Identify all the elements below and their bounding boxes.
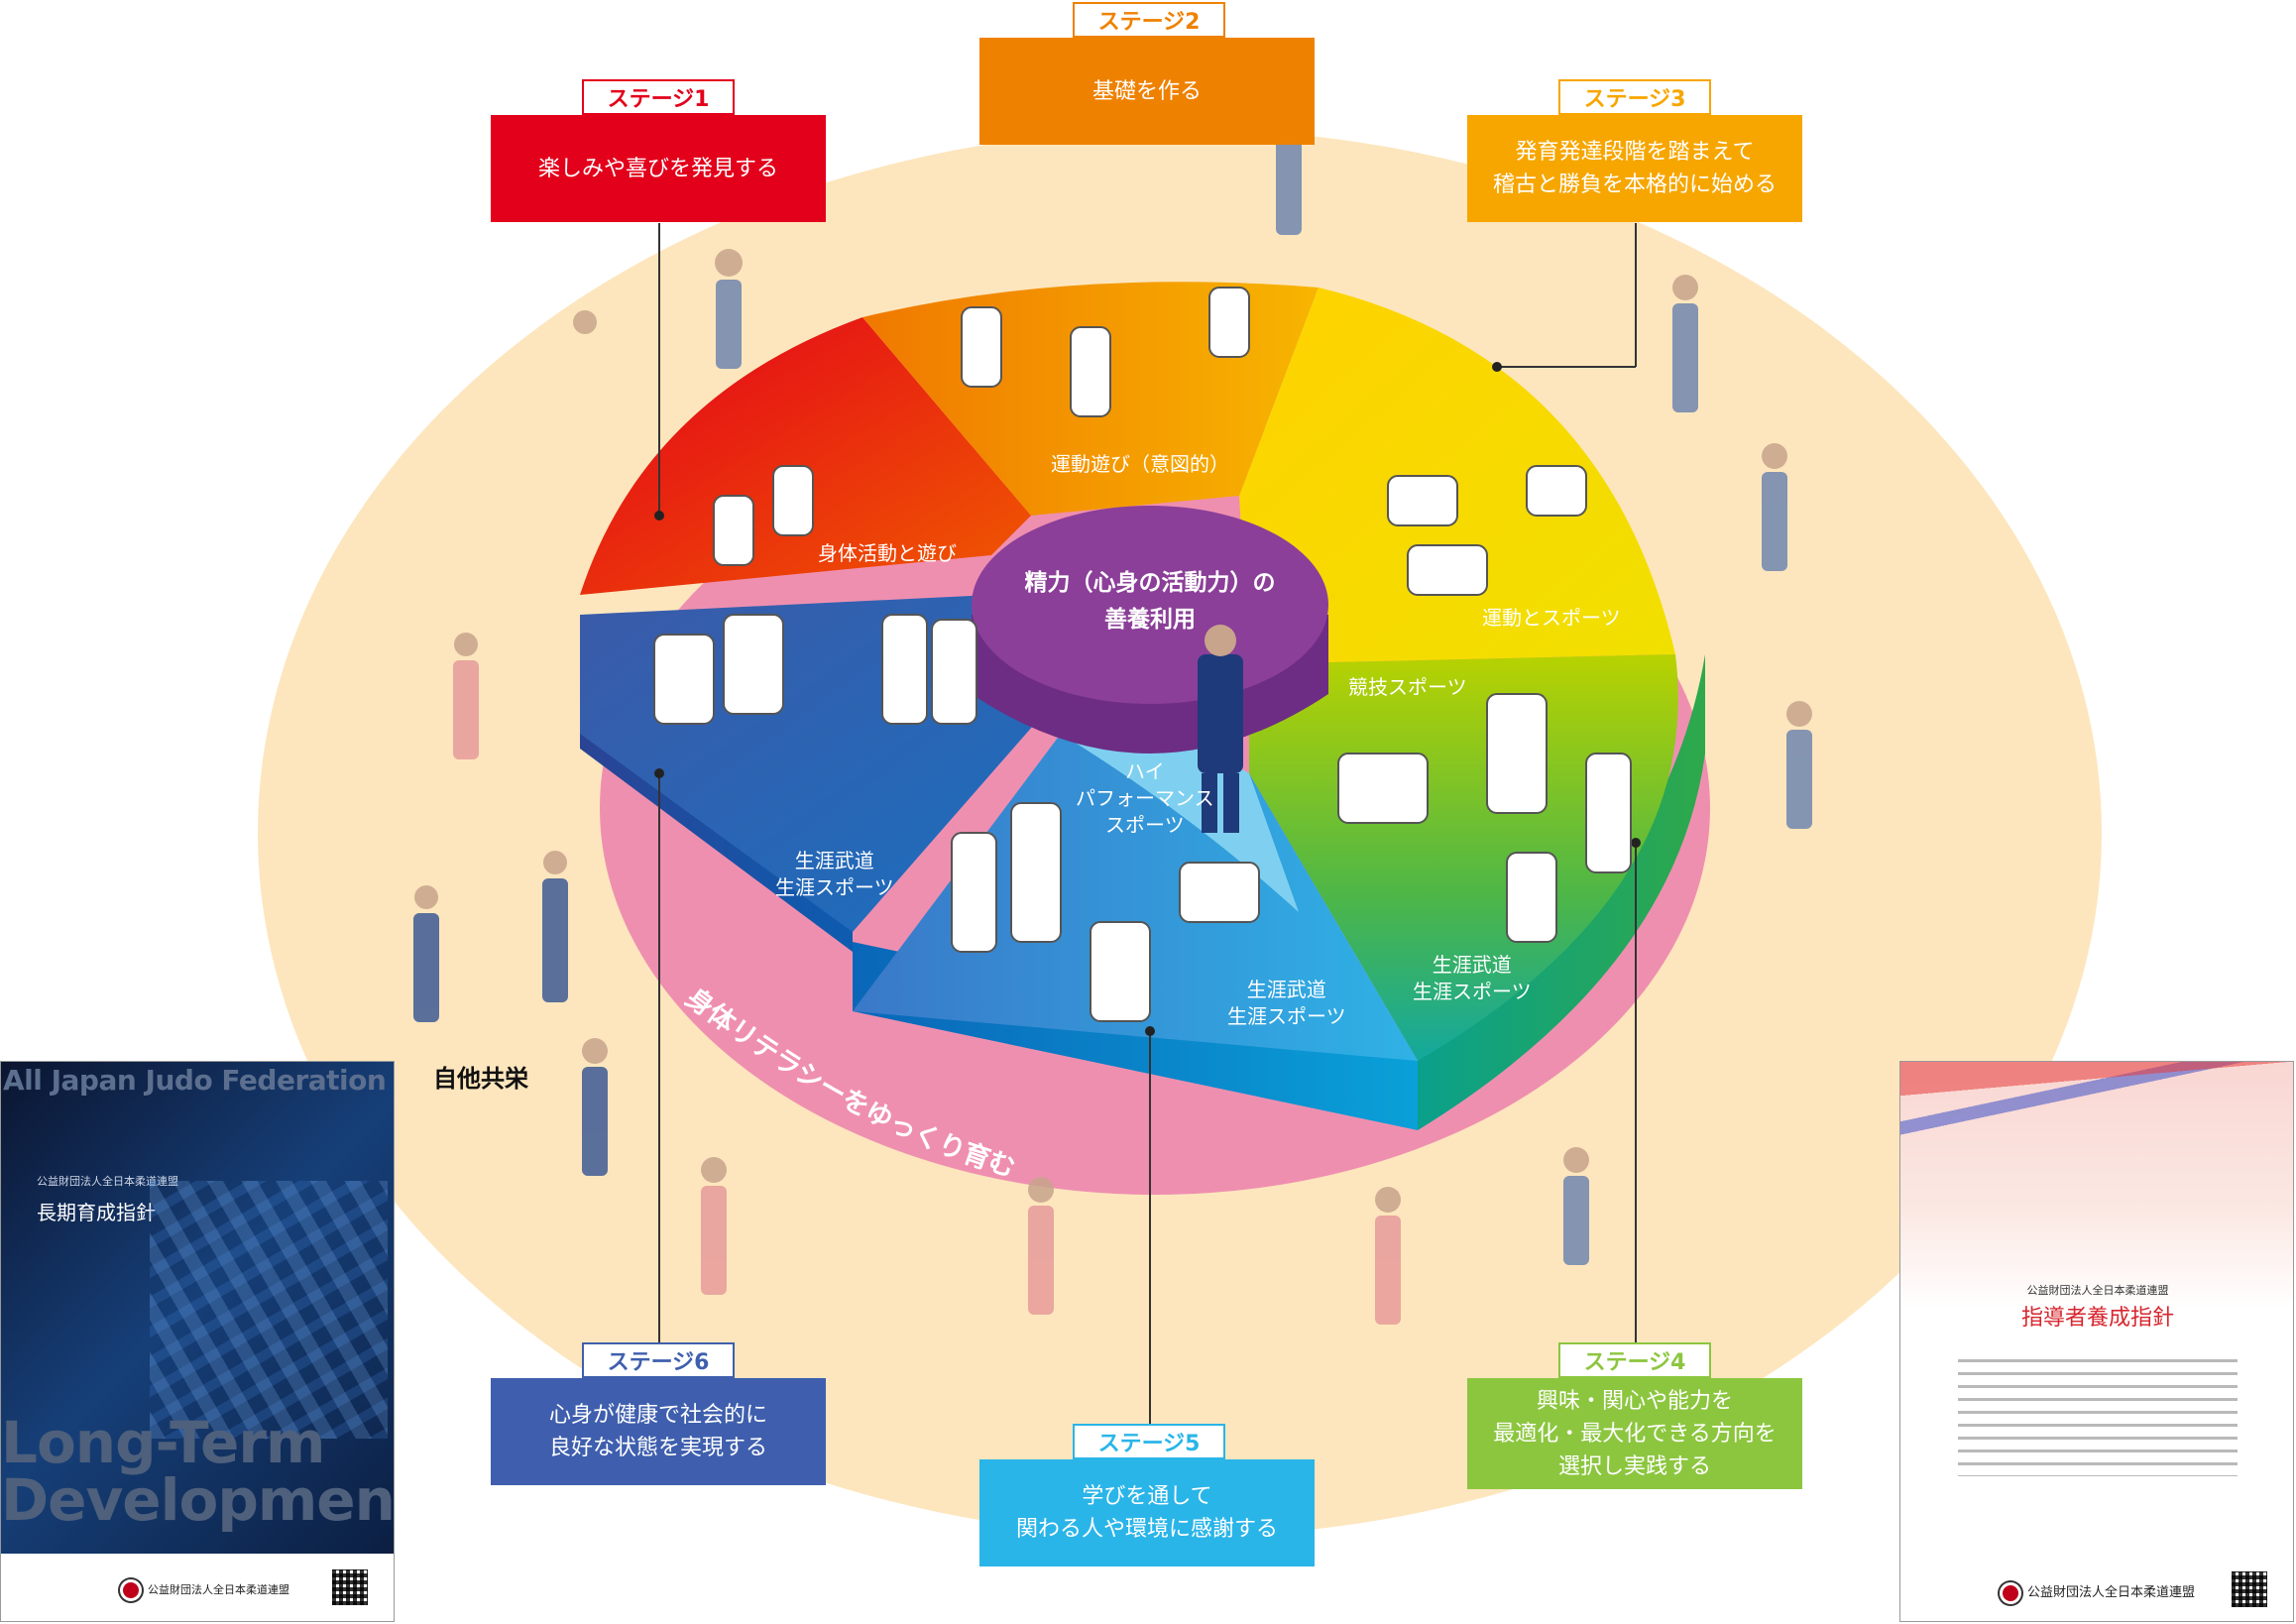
stage5-box: 学びを通して 関わる人や環境に感謝する bbox=[979, 1459, 1315, 1566]
sector-blue-mid bbox=[853, 734, 1418, 1061]
label-movement-play: 運動遊び（意図的） bbox=[1051, 452, 1229, 476]
cover-left-title: 長期育成指針 bbox=[37, 1201, 156, 1224]
cover-left-tiles bbox=[150, 1181, 388, 1439]
stage4-box: 興味・関心や能力を 最適化・最大化できる方向を 選択し実践する bbox=[1467, 1378, 1802, 1489]
stage6-tag: ステージ6 bbox=[582, 1342, 735, 1378]
qr-code-icon bbox=[2232, 1571, 2267, 1607]
cover-left-footer-bar: 公益財団法人全日本柔道連盟 bbox=[1, 1554, 394, 1621]
label-physical-play: 身体活動と遊び bbox=[818, 541, 957, 565]
label-movement-sports: 運動とスポーツ bbox=[1482, 606, 1621, 630]
people-illustrations bbox=[413, 105, 1812, 1325]
qr-code-icon bbox=[332, 1569, 368, 1605]
center-title-line2: 善養利用 bbox=[1104, 606, 1196, 633]
cover-left-banner: All Japan Judo Federation bbox=[3, 1064, 387, 1097]
stage6-box: 心身が健康で社会的に 良好な状態を実現する bbox=[491, 1378, 826, 1485]
stage5-tag: ステージ5 bbox=[1073, 1424, 1225, 1459]
stage1-box: 楽しみや喜びを発見する bbox=[491, 115, 826, 222]
cover-long-term-development: All Japan Judo Federation 公益財団法人全日本柔道連盟 … bbox=[0, 1061, 395, 1622]
stage-connector-lines bbox=[658, 223, 1637, 1428]
label-competitive-sports: 競技スポーツ bbox=[1348, 675, 1467, 699]
sector-red bbox=[580, 317, 1031, 595]
cover-right-wave bbox=[1900, 1062, 2293, 1310]
center-title-line1: 精力（心身の活動力）の bbox=[1025, 569, 1276, 596]
center-cylinder-top bbox=[972, 506, 1328, 704]
cover-right-footer: 公益財団法人全日本柔道連盟 bbox=[1900, 1566, 2293, 1615]
cover-instructor-training: 公益財団法人全日本柔道連盟 指導者養成指針 公益財団法人全日本柔道連盟 bbox=[1899, 1061, 2294, 1622]
cover-left-big-text: Long-Term Development bbox=[1, 1409, 395, 1534]
stage1-tag: ステージ1 bbox=[582, 79, 735, 115]
label-lifelong-left: 生涯武道 生涯スポーツ bbox=[775, 849, 894, 899]
sector-yellow bbox=[1239, 288, 1675, 664]
stage3-tag: ステージ3 bbox=[1558, 79, 1711, 115]
coexistence-label: 自他共栄 bbox=[433, 1065, 528, 1093]
cover-right-org: 公益財団法人全日本柔道連盟 bbox=[2026, 1284, 2169, 1297]
stage4-tag: ステージ4 bbox=[1558, 1342, 1711, 1378]
judo-figures bbox=[653, 287, 1632, 1022]
stage3-box: 発育発達段階を踏まえて 稽古と勝負を本格的に始める bbox=[1467, 115, 1802, 222]
label-high-performance: ハイ パフォーマンス スポーツ bbox=[1076, 759, 1214, 837]
label-lifelong-right: 生涯武道 生涯スポーツ bbox=[1413, 953, 1532, 1003]
cover-left-org: 公益財団法人全日本柔道連盟 bbox=[37, 1175, 178, 1188]
cover-right-body-text bbox=[1958, 1359, 2238, 1476]
cover-right-title: 指導者養成指針 bbox=[2020, 1306, 2174, 1331]
label-lifelong-mid: 生涯武道 生涯スポーツ bbox=[1227, 978, 1346, 1028]
federation-logo-icon bbox=[120, 1579, 142, 1601]
connector-dots bbox=[654, 362, 1641, 1036]
stage2-box: 基礎を作る bbox=[979, 38, 1315, 145]
presenter-figure bbox=[1198, 625, 1243, 833]
federation-logo-icon bbox=[2000, 1581, 2021, 1604]
stage2-tag: ステージ2 bbox=[1073, 2, 1225, 38]
